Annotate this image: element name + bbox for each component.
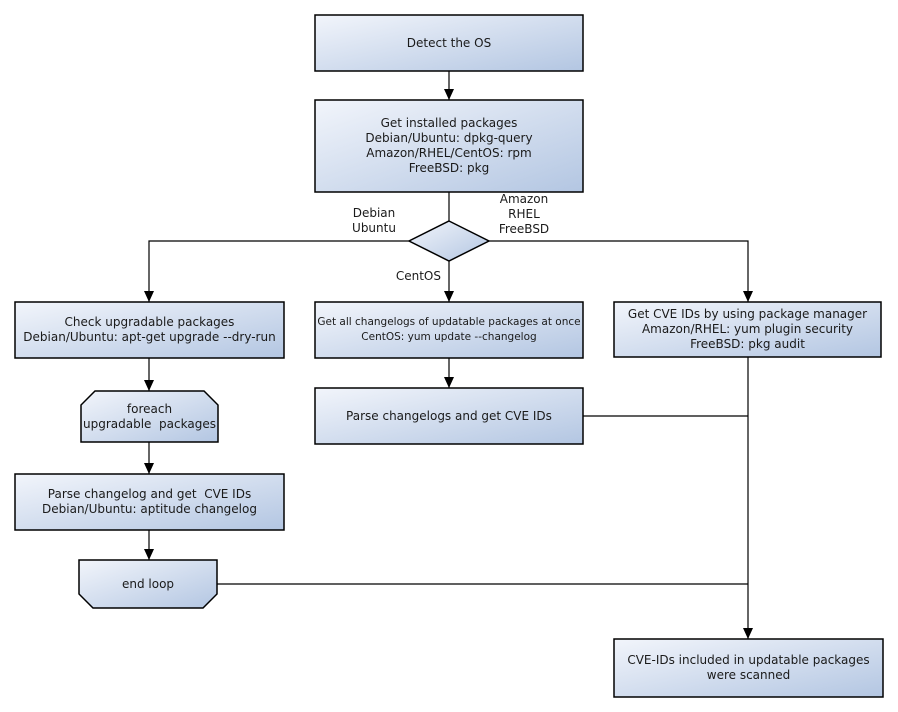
node-parse-changelogs-shape (314, 387, 584, 445)
edges (144, 71, 753, 639)
edge-decision-to-check-upgradable (144, 240, 409, 302)
node-shapes (14, 14, 884, 698)
node-parse-changelog-shape (14, 473, 285, 531)
node-detect-os-shape (314, 14, 584, 72)
node-os-decision-diamond (407, 220, 491, 262)
edge-decision-to-get-cve-ids (489, 240, 753, 302)
node-get-all-changelogs-shape (314, 301, 584, 359)
node-check-upgradable-shape (14, 301, 285, 359)
node-end-loop-shape (78, 559, 218, 609)
node-scan-result-shape (613, 638, 884, 698)
node-foreach-loop-shape (80, 390, 219, 443)
node-get-installed-packages-shape (314, 99, 584, 193)
node-get-cve-ids-shape (613, 301, 882, 358)
